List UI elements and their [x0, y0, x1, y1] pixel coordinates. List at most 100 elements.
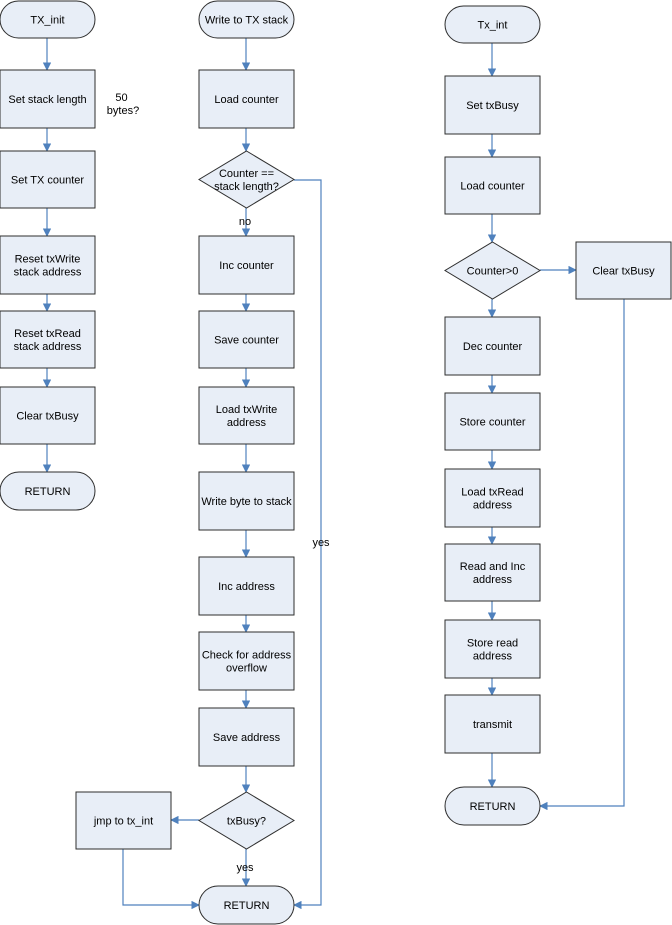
node-return-2: RETURN	[198, 885, 295, 925]
process-shape	[575, 241, 672, 300]
process-shape	[444, 619, 541, 679]
terminator-shape	[444, 786, 541, 826]
process-shape	[444, 694, 541, 754]
node-label: Set stack length	[8, 94, 86, 106]
node-label: RETURN	[470, 801, 516, 813]
process-shape	[75, 791, 172, 850]
node-transmit: transmit	[444, 694, 541, 754]
process-shape	[198, 310, 295, 369]
node-label: RETURN	[224, 900, 270, 912]
node-label: Dec counter	[463, 341, 523, 353]
node-inc-address: Inc address	[198, 556, 295, 616]
terminator-shape	[198, 885, 295, 925]
node-set-tx-counter: Set TX counter	[0, 150, 96, 209]
stack-size-annotation: 50 bytes?	[107, 92, 139, 117]
process-shape	[0, 386, 96, 445]
terminator-shape	[0, 471, 96, 511]
node-label: Inc address	[218, 581, 275, 593]
process-shape	[444, 392, 541, 451]
flow-arrow	[539, 299, 625, 811]
node-clear-txbusy-2: Clear txBusy	[575, 241, 672, 300]
node-label: RETURN	[25, 486, 71, 498]
node-counter-gt-0: Counter>0	[444, 241, 541, 300]
process-shape	[0, 150, 96, 209]
decision-shape	[198, 791, 295, 850]
process-shape	[0, 310, 96, 369]
node-save-address: Save address	[198, 707, 295, 767]
node-label: Counter ==stack length?	[214, 168, 279, 193]
node-counter-eq-len: Counter ==stack length?	[198, 150, 295, 209]
node-tx-int: Tx_int	[444, 5, 541, 44]
process-shape	[198, 631, 295, 691]
decision-shape	[198, 150, 295, 209]
node-label: Clear txBusy	[16, 411, 79, 423]
node-clear-txbusy-1: Clear txBusy	[0, 386, 96, 445]
node-label: Tx_int	[478, 20, 508, 32]
node-txbusy-q: txBusy?	[198, 791, 295, 850]
node-return-1: RETURN	[0, 471, 96, 511]
node-return-3: RETURN	[444, 786, 541, 826]
node-label: Set TX counter	[11, 175, 85, 187]
process-shape	[198, 386, 295, 445]
process-shape	[198, 69, 295, 129]
node-label: TX_init	[30, 15, 64, 27]
node-write-byte: Write byte to stack	[198, 471, 295, 531]
flow-arrow	[122, 849, 200, 910]
flow-arrow	[293, 179, 322, 910]
process-shape	[198, 235, 295, 295]
process-shape	[198, 707, 295, 767]
process-shape	[444, 75, 541, 135]
node-label: Load counter	[214, 94, 279, 106]
process-shape	[444, 156, 541, 215]
node-label: Clear txBusy	[592, 266, 655, 278]
process-shape	[444, 543, 541, 602]
node-label: Counter>0	[467, 266, 519, 278]
node-save-counter: Save counter	[198, 310, 295, 369]
node-label: Write byte to stack	[201, 496, 292, 508]
terminator-shape	[0, 0, 96, 39]
terminator-shape	[444, 5, 541, 44]
node-label: Write to TX stack	[205, 15, 289, 27]
node-label: jmp to tx_int	[93, 816, 153, 828]
node-inc-counter: Inc counter	[198, 235, 295, 295]
node-label: Save counter	[214, 335, 279, 347]
node-load-counter-1: Load counter	[198, 69, 295, 129]
node-store-counter: Store counter	[444, 392, 541, 451]
flow-labels: 50 bytes? no yes yes	[107, 92, 330, 874]
yes-branch-label: yes	[236, 862, 254, 874]
terminator-shape	[198, 0, 295, 39]
node-set-txbusy: Set txBusy	[444, 75, 541, 135]
flow-connectors	[42, 38, 625, 910]
decision-shape	[444, 241, 541, 300]
node-label: Inc counter	[219, 260, 274, 272]
node-write-to-tx-stack: Write to TX stack	[198, 0, 295, 39]
node-label: Load counter	[460, 181, 525, 193]
process-shape	[0, 69, 96, 129]
process-shape	[444, 468, 541, 528]
node-label: transmit	[473, 719, 512, 731]
no-branch-label: no	[239, 216, 251, 228]
process-shape	[198, 471, 295, 531]
process-shape	[444, 316, 541, 376]
node-label: txBusy?	[227, 816, 266, 828]
node-tx-init: TX_init	[0, 0, 96, 39]
node-set-stack-length: Set stack length	[0, 69, 96, 129]
node-label: Save address	[213, 732, 281, 744]
process-shape	[198, 556, 295, 616]
node-jmp-tx-int: jmp to tx_int	[75, 791, 172, 850]
